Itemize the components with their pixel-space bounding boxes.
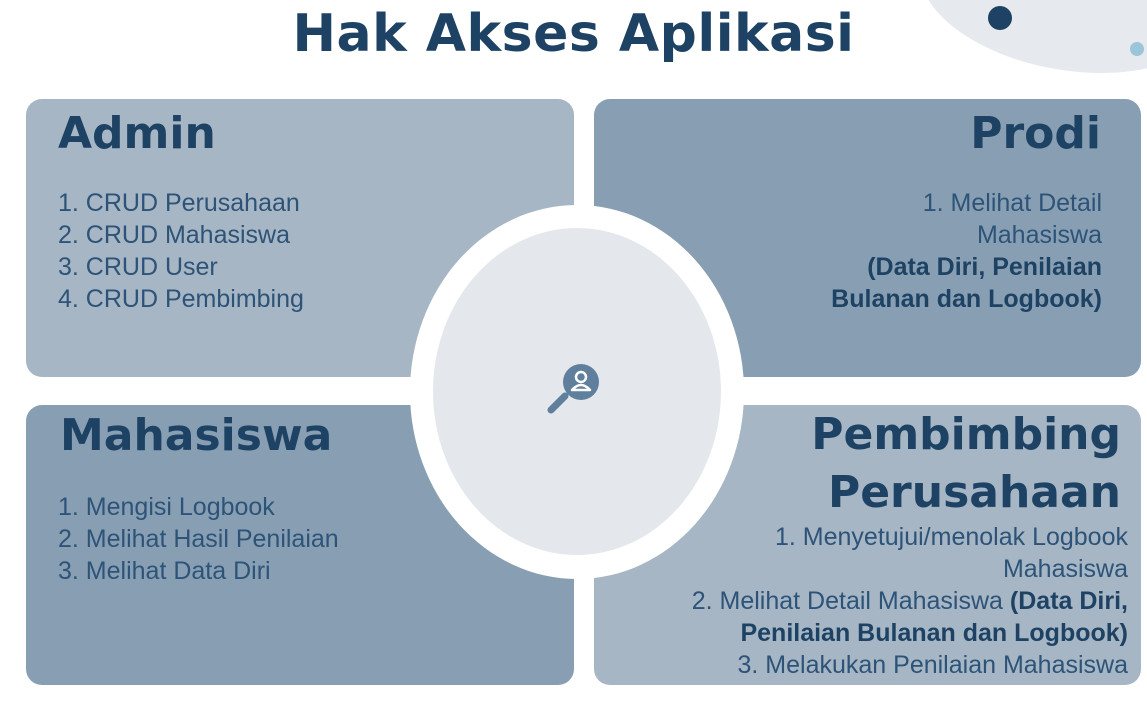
mahasiswa-heading: Mahasiswa bbox=[60, 410, 333, 461]
mahasiswa-item: 1. Mengisi Logbook bbox=[58, 493, 275, 521]
pembimbing-heading-line2: Perusahaan bbox=[827, 467, 1121, 518]
pembimbing-heading-line1: Pembimbing bbox=[811, 409, 1121, 460]
admin-list: 1. CRUD Perusahaan 2. CRUD Mahasiswa 3. … bbox=[58, 187, 304, 315]
pembimbing-item-detail: Penilaian Bulanan dan Logbook) bbox=[740, 619, 1128, 647]
prodi-item-continued: Mahasiswa bbox=[976, 221, 1102, 249]
admin-item: 4. CRUD Pembimbing bbox=[58, 285, 304, 313]
admin-item: 1. CRUD Perusahaan bbox=[58, 189, 300, 217]
pembimbing-item-detail: (Data Diri, bbox=[1009, 587, 1128, 615]
prodi-heading: Prodi bbox=[970, 108, 1101, 159]
mahasiswa-item: 2. Melihat Hasil Penilaian bbox=[58, 525, 339, 553]
pembimbing-item: 1. Menyetujui/menolak Logbook bbox=[774, 523, 1128, 551]
page-title: Hak Akses Aplikasi bbox=[292, 4, 855, 64]
admin-item: 3. CRUD User bbox=[58, 253, 218, 281]
admin-heading: Admin bbox=[58, 108, 216, 159]
pembimbing-item: 3. Melakukan Penilaian Mahasiswa bbox=[737, 651, 1129, 679]
mahasiswa-list: 1. Mengisi Logbook 2. Melihat Hasil Peni… bbox=[58, 491, 339, 587]
decorative-dot bbox=[988, 6, 1012, 30]
pembimbing-item: 2. Melihat Detail Mahasiswa (Data Diri, bbox=[588, 585, 1128, 617]
prodi-list: 1. Melihat Detail Mahasiswa (Data Diri, … bbox=[772, 187, 1102, 315]
admin-item: 2. CRUD Mahasiswa bbox=[58, 221, 291, 249]
decorative-dot-small bbox=[1130, 42, 1144, 56]
prodi-item: 1. Melihat Detail bbox=[922, 189, 1102, 217]
prodi-item-detail: (Data Diri, Penilaian bbox=[867, 253, 1102, 281]
mahasiswa-item: 3. Melihat Data Diri bbox=[58, 557, 271, 585]
magnifier-user-icon bbox=[547, 364, 599, 414]
pembimbing-heading: Pembimbing Perusahaan bbox=[811, 406, 1121, 522]
prodi-item-detail: Bulanan dan Logbook) bbox=[831, 285, 1102, 313]
pembimbing-item-text: 2. Melihat Detail Mahasiswa bbox=[691, 587, 1010, 615]
pembimbing-list: 1. Menyetujui/menolak Logbook Mahasiswa … bbox=[588, 521, 1128, 681]
pembimbing-item-continued: Mahasiswa bbox=[1002, 555, 1128, 583]
